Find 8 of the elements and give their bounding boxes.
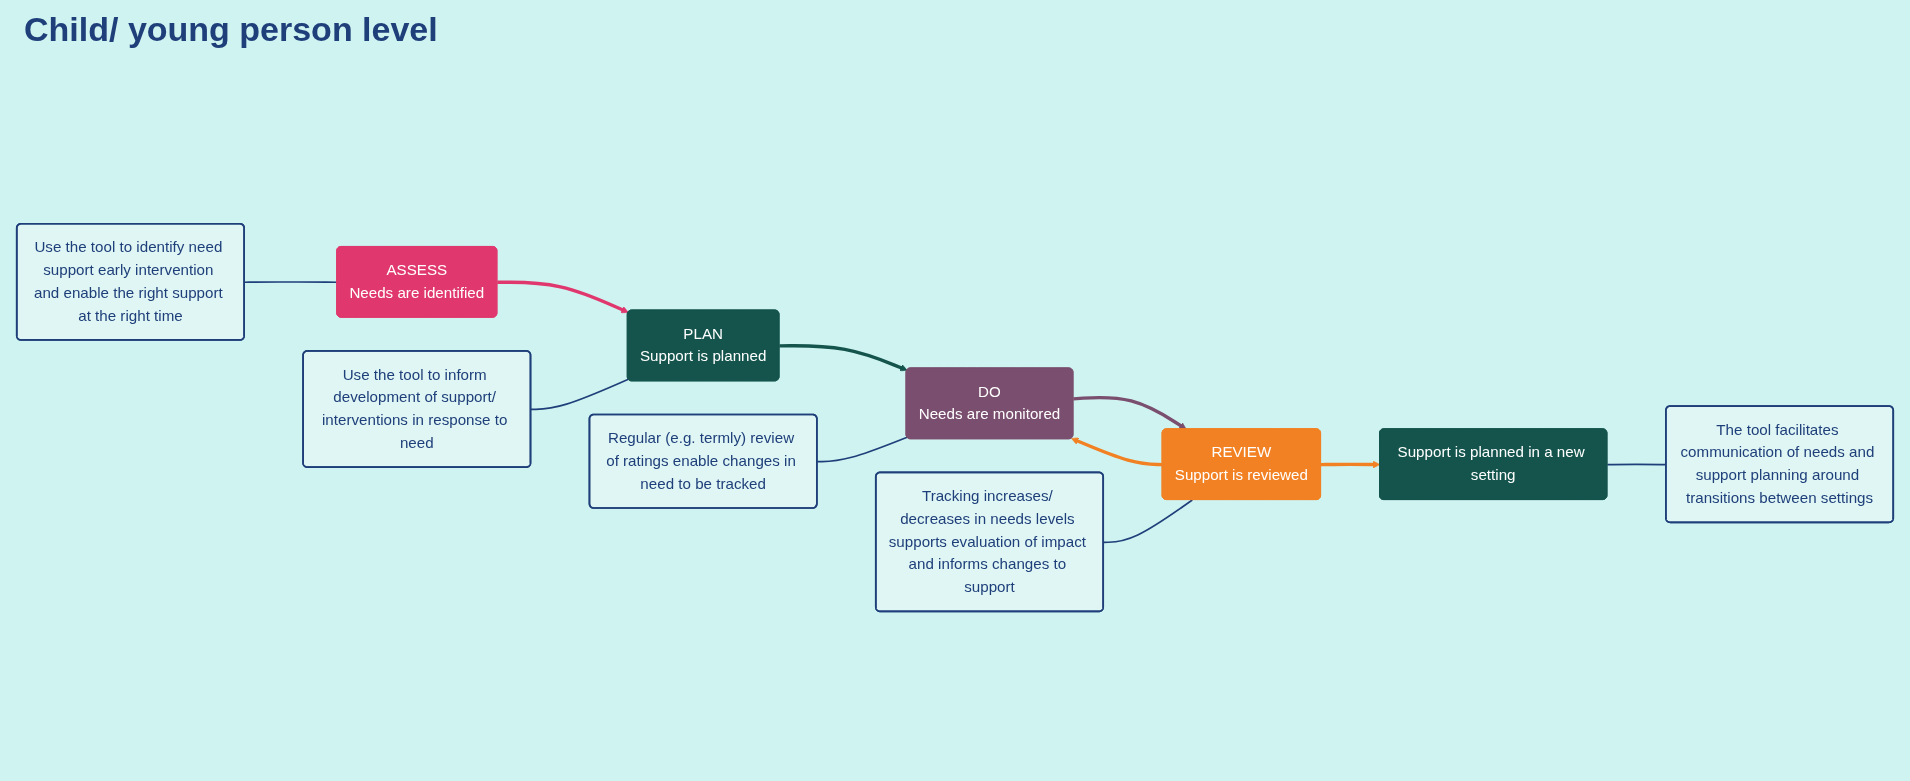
arrow xyxy=(1320,460,1381,469)
arrow xyxy=(497,280,629,314)
diagram-title: Child/ young person level xyxy=(24,10,438,49)
connector xyxy=(530,378,630,411)
arrow xyxy=(779,344,908,372)
arrow xyxy=(1073,395,1187,430)
arrow xyxy=(1071,437,1163,467)
connector xyxy=(816,436,908,463)
